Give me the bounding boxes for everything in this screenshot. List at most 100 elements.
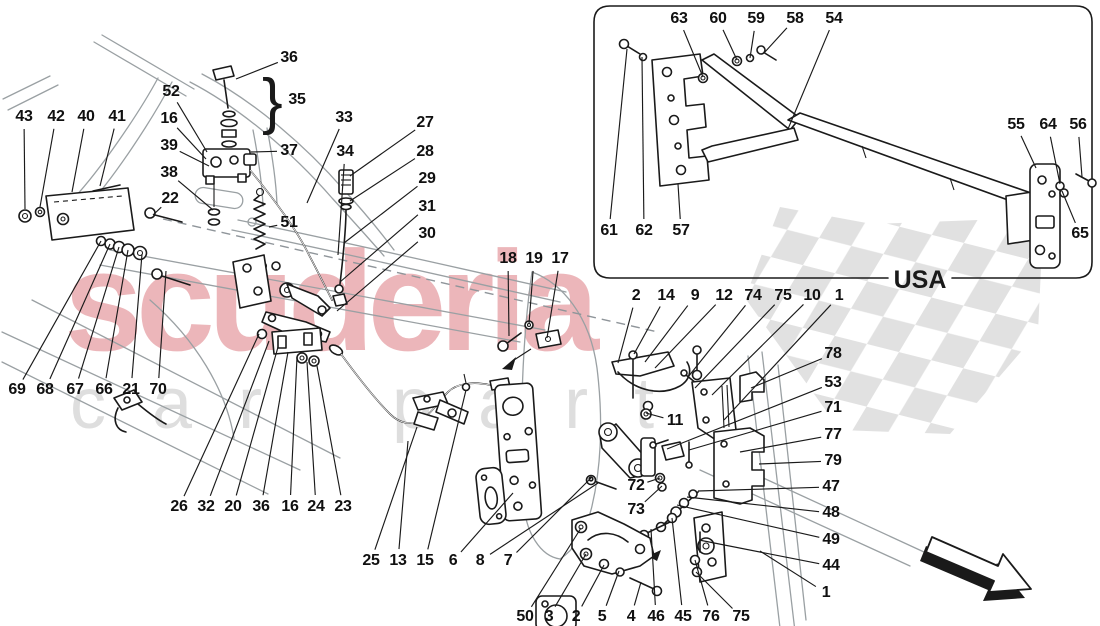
- callout-53: 53: [824, 374, 842, 391]
- callout-68: 68: [36, 381, 54, 398]
- callout-36: 36: [280, 49, 298, 66]
- callout-7: 7: [503, 552, 513, 569]
- callout-4: 4: [626, 608, 636, 625]
- callout-78: 78: [824, 345, 842, 362]
- callout-34: 34: [336, 143, 354, 160]
- callout-3: 3: [544, 608, 554, 625]
- callout-16: 16: [281, 498, 299, 515]
- callout-61: 61: [600, 222, 618, 239]
- callout-49: 49: [822, 531, 840, 548]
- callout-73: 73: [627, 501, 645, 518]
- callout-76: 76: [702, 608, 720, 625]
- callout-43: 43: [15, 108, 33, 125]
- upper-hinge: [598, 422, 693, 479]
- callout-75: 75: [774, 287, 792, 304]
- callout-46: 46: [647, 608, 665, 625]
- callout-21: 21: [122, 381, 140, 398]
- leader-lines: [22, 27, 1083, 609]
- callout-56: 56: [1069, 116, 1087, 133]
- watermark-sub-left: car: [70, 364, 308, 444]
- brace-35: }: [262, 67, 283, 136]
- usa-variant-box: USA: [593, 5, 1097, 294]
- lower-plate: [535, 595, 577, 626]
- centerline-dashed: [162, 218, 659, 333]
- callout-41: 41: [108, 108, 126, 125]
- callout-25: 25: [362, 552, 380, 569]
- callout-57: 57: [672, 222, 690, 239]
- door-edge-keepers: [713, 371, 765, 505]
- callout-36: 36: [252, 498, 270, 515]
- usa-brace-bar-assembly: [618, 38, 1097, 269]
- latch-bellcrank-cluster: [232, 254, 344, 367]
- callout-31: 31: [418, 198, 436, 215]
- release-cable: [249, 169, 333, 301]
- callout-48: 48: [822, 504, 840, 521]
- callout-40: 40: [77, 108, 95, 125]
- callout-28: 28: [416, 143, 434, 160]
- callout-5: 5: [597, 608, 607, 625]
- striker-reinforcement-plate: [494, 382, 543, 522]
- callout-62: 62: [635, 222, 653, 239]
- callout-58: 58: [786, 10, 804, 27]
- callout-2: 2: [631, 287, 641, 304]
- callout-51: 51: [280, 214, 298, 231]
- callout-26: 26: [170, 498, 188, 515]
- callout-15: 15: [416, 552, 434, 569]
- callout-22: 22: [161, 190, 179, 207]
- striker-pad-plate: [475, 466, 507, 526]
- callout-2: 2: [571, 608, 581, 625]
- callout-54: 54: [825, 10, 843, 27]
- callout-60: 60: [709, 10, 727, 27]
- callout-13: 13: [389, 552, 407, 569]
- callout-37: 37: [280, 142, 298, 159]
- lock-rod-and-plunger: [332, 169, 354, 307]
- callout-59: 59: [747, 10, 765, 27]
- callout-10: 10: [803, 287, 821, 304]
- callout-30: 30: [418, 225, 436, 242]
- callout-1: 1: [821, 584, 831, 601]
- callout-19: 19: [525, 250, 543, 267]
- callout-14: 14: [657, 287, 675, 304]
- callout-1: 1: [834, 287, 844, 304]
- callout-32: 32: [197, 498, 215, 515]
- lower-mount-bracket: [571, 474, 663, 597]
- callout-16: 16: [160, 110, 178, 127]
- callout-17: 17: [551, 250, 569, 267]
- callout-75: 75: [732, 608, 750, 625]
- callout-55: 55: [1007, 116, 1025, 133]
- callout-33: 33: [335, 109, 353, 126]
- callout-24: 24: [307, 498, 325, 515]
- callout-29: 29: [418, 170, 436, 187]
- callout-72: 72: [627, 477, 645, 494]
- lower-hinge: [638, 472, 727, 583]
- direction-arrow: [920, 536, 1032, 601]
- callout-42: 42: [47, 108, 65, 125]
- callout-47: 47: [822, 478, 840, 495]
- callout-23: 23: [334, 498, 352, 515]
- callout-67: 67: [66, 381, 84, 398]
- door-check-strap: [412, 391, 469, 431]
- callout-39: 39: [160, 137, 178, 154]
- callout-35: 35: [288, 91, 306, 108]
- callout-11: 11: [666, 412, 684, 429]
- right-latch-assembly: [611, 345, 737, 441]
- callout-66: 66: [95, 381, 113, 398]
- callout-65: 65: [1071, 225, 1089, 242]
- callout-74: 74: [744, 287, 762, 304]
- callout-77: 77: [824, 426, 842, 443]
- callout-20: 20: [224, 498, 242, 515]
- callout-71: 71: [824, 399, 842, 416]
- callout-44: 44: [822, 557, 840, 574]
- callout-70: 70: [149, 381, 167, 398]
- callout-6: 6: [448, 552, 458, 569]
- callout-79: 79: [824, 452, 842, 469]
- callout-69: 69: [8, 381, 26, 398]
- callout-38: 38: [160, 164, 178, 181]
- car-body-context-lines: [1, 34, 925, 626]
- callout-63: 63: [670, 10, 688, 27]
- callout-52: 52: [162, 83, 180, 100]
- checkered-flag-watermark: [745, 207, 1042, 434]
- callout-9: 9: [690, 287, 700, 304]
